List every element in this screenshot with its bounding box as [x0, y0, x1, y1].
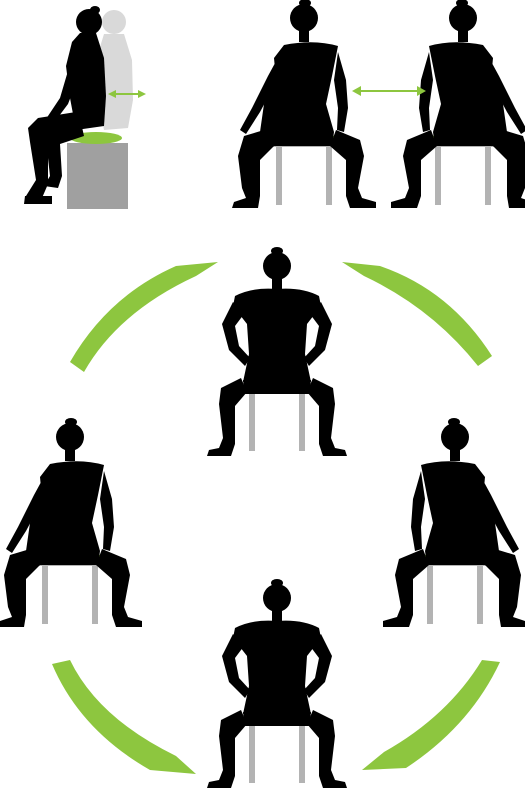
seat-box [67, 143, 128, 209]
cycle-figure-bottom [207, 579, 347, 788]
cycle-arrow-top-left [70, 262, 218, 372]
cycle-figure-right [383, 418, 525, 627]
cycle-arrow-bottom-left [52, 660, 196, 774]
cycle-arrow-top-right [342, 262, 492, 366]
side-view-panel [24, 6, 146, 209]
cycle-figure-left [0, 418, 142, 627]
lateral-shift-arrow [352, 86, 426, 96]
figure-right-lean [391, 0, 525, 208]
figure-left-lean [232, 0, 376, 208]
cycle-figure-top [207, 247, 347, 456]
lateral-shift-panel [232, 0, 525, 208]
cycle-arrow-bottom-right [362, 660, 500, 770]
